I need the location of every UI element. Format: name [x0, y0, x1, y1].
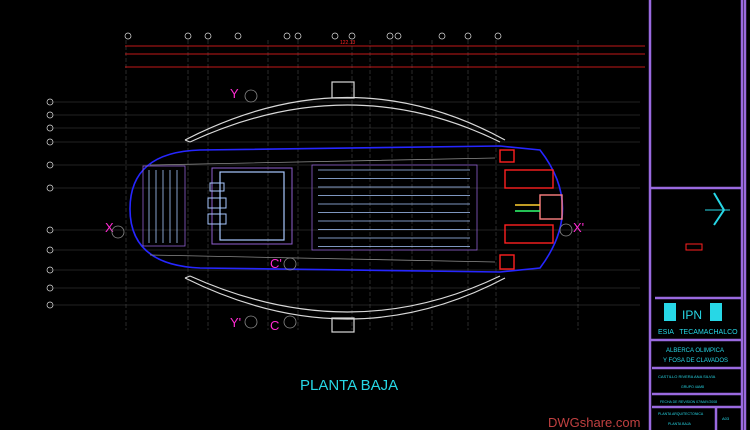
- sheet-name-line2: PLANTA BAJA: [668, 422, 692, 426]
- axis-marker: [464, 32, 472, 40]
- axis-marker: [394, 32, 402, 40]
- overall-dimension: 122.13: [340, 40, 356, 46]
- axis-marker: [46, 111, 54, 119]
- inner-outline: [149, 157, 496, 263]
- section-mark-y-top: Y: [230, 86, 239, 101]
- axis-marker: [234, 32, 242, 40]
- axis-marker: [46, 138, 54, 146]
- section-arrows: [111, 89, 573, 329]
- axis-marker: [46, 161, 54, 169]
- section-mark-x-right: X': [573, 220, 584, 235]
- service-area: [499, 149, 563, 270]
- grid-lines: [50, 40, 640, 330]
- esia-logo-icon: [710, 303, 722, 321]
- watermark: DWGshare.com: [548, 415, 640, 430]
- project-line1: ALBERCA OLIMPICA: [666, 348, 724, 354]
- axis-markers-top: [124, 32, 502, 40]
- axis-marker: [348, 32, 356, 40]
- axis-marker: [46, 226, 54, 234]
- axis-marker: [331, 32, 339, 40]
- author: CASTILLO RIVERA ANA SILVIA: [658, 374, 716, 379]
- axis-marker: [184, 32, 192, 40]
- dimension-lines-top: [125, 45, 645, 68]
- north-arrow-icon: [705, 192, 730, 226]
- section-mark-c-bottom: C: [270, 318, 279, 333]
- scale-box: [685, 243, 703, 251]
- school: ESIA TECAMACHALCO: [658, 329, 738, 336]
- diving-pit: [207, 167, 293, 245]
- section-mark-x-left: X: [105, 220, 114, 235]
- axis-marker: [46, 266, 54, 274]
- axis-marker: [46, 284, 54, 292]
- axis-marker: [386, 32, 394, 40]
- axis-marker: [124, 32, 132, 40]
- axis-marker: [46, 98, 54, 106]
- axis-marker: [283, 32, 291, 40]
- axis-marker: [46, 184, 54, 192]
- axis-marker: [46, 124, 54, 132]
- axis-marker: [46, 301, 54, 309]
- sheet-number: A03: [722, 416, 730, 421]
- project-line2: Y FOSA DE CLAVADOS: [663, 358, 728, 364]
- section-mark-y-bottom: Y': [230, 315, 241, 330]
- axis-markers-left: [46, 98, 54, 309]
- training-pool: [142, 165, 186, 247]
- section-mark-c-top: C': [270, 256, 282, 271]
- axis-marker: [438, 32, 446, 40]
- ipn-logo-icon: [664, 303, 676, 321]
- axis-marker: [204, 32, 212, 40]
- institution: IPN: [682, 308, 702, 322]
- axis-marker: [46, 246, 54, 254]
- roof-outline: [184, 81, 506, 333]
- title-block: [648, 0, 747, 430]
- sheet-name-line1: PLANTA ARQUITECTONICA: [658, 412, 704, 416]
- drawing-title: PLANTA BAJA: [300, 377, 398, 394]
- revision-date: FECHA DE REVISION 07/MAY/2008: [660, 400, 717, 404]
- axis-marker: [494, 32, 502, 40]
- olympic-pool: [311, 164, 478, 251]
- group: GRUPO 4AM8: [681, 385, 704, 389]
- axis-marker: [294, 32, 302, 40]
